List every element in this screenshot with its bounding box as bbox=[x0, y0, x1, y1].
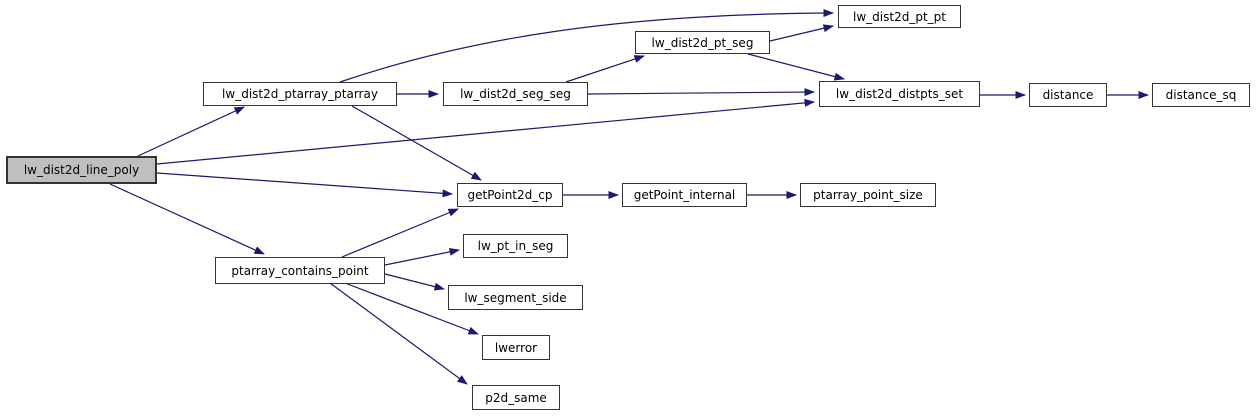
edge-contains_point-to-p2d_same bbox=[329, 282, 468, 385]
node-ptarray_point_size[interactable]: ptarray_point_size bbox=[800, 183, 936, 207]
node-lwerror[interactable]: lwerror bbox=[482, 335, 550, 360]
edge-line_poly-to-contains_point bbox=[109, 183, 265, 255]
edge-line_poly-to-ptarray_ptarray bbox=[137, 106, 245, 157]
node-getPoint_internal[interactable]: getPoint_internal bbox=[622, 183, 747, 207]
node-lw_dist2d_pt_seg[interactable]: lw_dist2d_pt_seg bbox=[635, 31, 770, 54]
edge-seg_seg-to-distpts_set bbox=[587, 88, 815, 97]
node-p2d_same[interactable]: p2d_same bbox=[472, 385, 560, 410]
node-lw_segment_side[interactable]: lw_segment_side bbox=[448, 285, 583, 310]
node-distance_sq[interactable]: distance_sq bbox=[1152, 83, 1250, 107]
node-lw_dist2d_pt_pt[interactable]: lw_dist2d_pt_pt bbox=[838, 5, 961, 28]
edge-line_poly-to-distpts_set bbox=[156, 98, 815, 165]
node-lw_pt_in_seg[interactable]: lw_pt_in_seg bbox=[463, 234, 568, 258]
edge-contains_point-to-segment_side bbox=[384, 273, 445, 291]
edge-contains_point-to-getPoint2d_cp bbox=[341, 208, 459, 258]
node-lw_dist2d_ptarray_ptarray[interactable]: lw_dist2d_ptarray_ptarray bbox=[203, 82, 397, 106]
edge-line_poly-to-getPoint2d_cp bbox=[156, 172, 453, 198]
node-ptarray_contains_point[interactable]: ptarray_contains_point bbox=[215, 257, 385, 284]
node-lw_dist2d_seg_seg[interactable]: lw_dist2d_seg_seg bbox=[443, 82, 588, 106]
edge-seg_seg-to-pt_seg bbox=[565, 55, 645, 83]
edge-pt_seg-to-pt_pt bbox=[769, 24, 834, 42]
node-distance[interactable]: distance bbox=[1029, 83, 1107, 107]
edge-contains_point-to-pt_in_seg bbox=[384, 247, 460, 266]
node-lw_dist2d_distpts_set[interactable]: lw_dist2d_distpts_set bbox=[819, 81, 980, 107]
edge-ptarray_ptarray-to-getPoint2d_cp bbox=[351, 105, 482, 181]
node-lw_dist2d_line_poly: lw_dist2d_line_poly bbox=[6, 156, 157, 184]
node-getPoint2d_cp[interactable]: getPoint2d_cp bbox=[457, 183, 563, 207]
edge-pt_seg-to-distpts_set bbox=[747, 53, 845, 81]
